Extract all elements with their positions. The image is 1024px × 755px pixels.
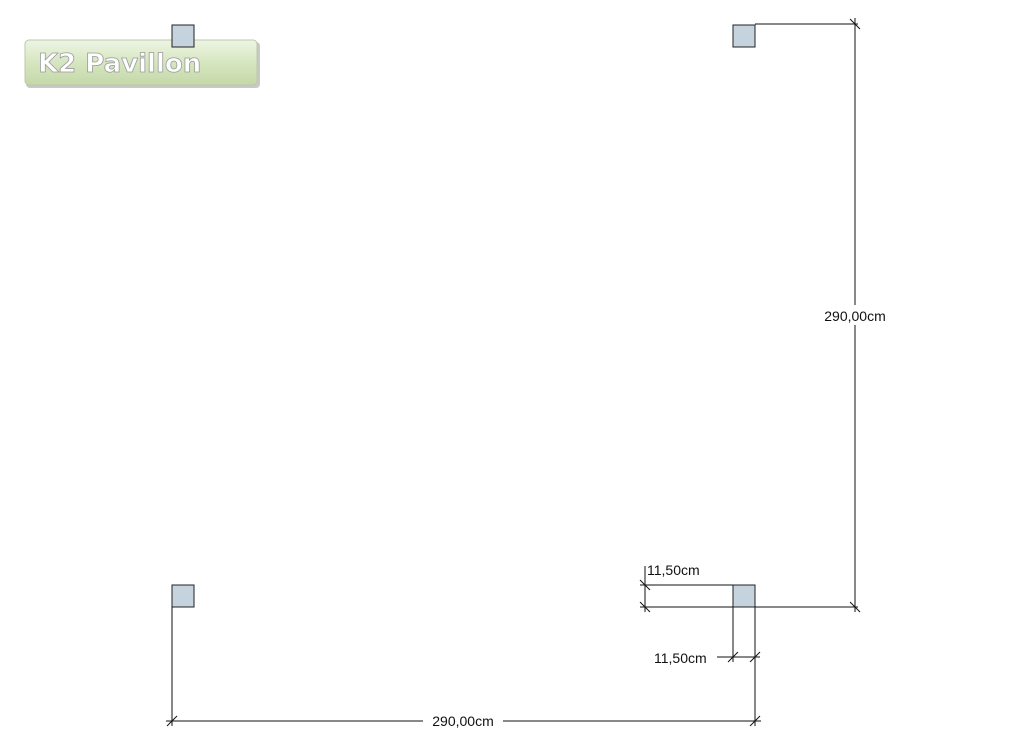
post-top-right [732, 24, 756, 48]
logo-text: K2 Pavillon [38, 49, 201, 79]
dimension-horizontal-total: 290,00cm [166, 607, 761, 730]
post-bottom-left [171, 584, 195, 608]
dimension-offset-bottom: 11,50cm [654, 607, 761, 666]
dimension-offset-bottom-label: 11,50cm [654, 650, 707, 666]
dimension-offset-top-label: 11,50cm [647, 562, 700, 578]
post-top-left [171, 24, 195, 48]
dimension-vertical-total: 290,00cm [755, 18, 894, 613]
dimension-offset-top: 11,50cm [639, 562, 733, 613]
post-bottom-right [732, 584, 756, 608]
dimension-vertical-label: 290,00cm [824, 308, 885, 324]
dimension-horizontal-label: 290,00cm [432, 713, 493, 729]
brand-logo: K2 Pavillon [24, 39, 260, 88]
